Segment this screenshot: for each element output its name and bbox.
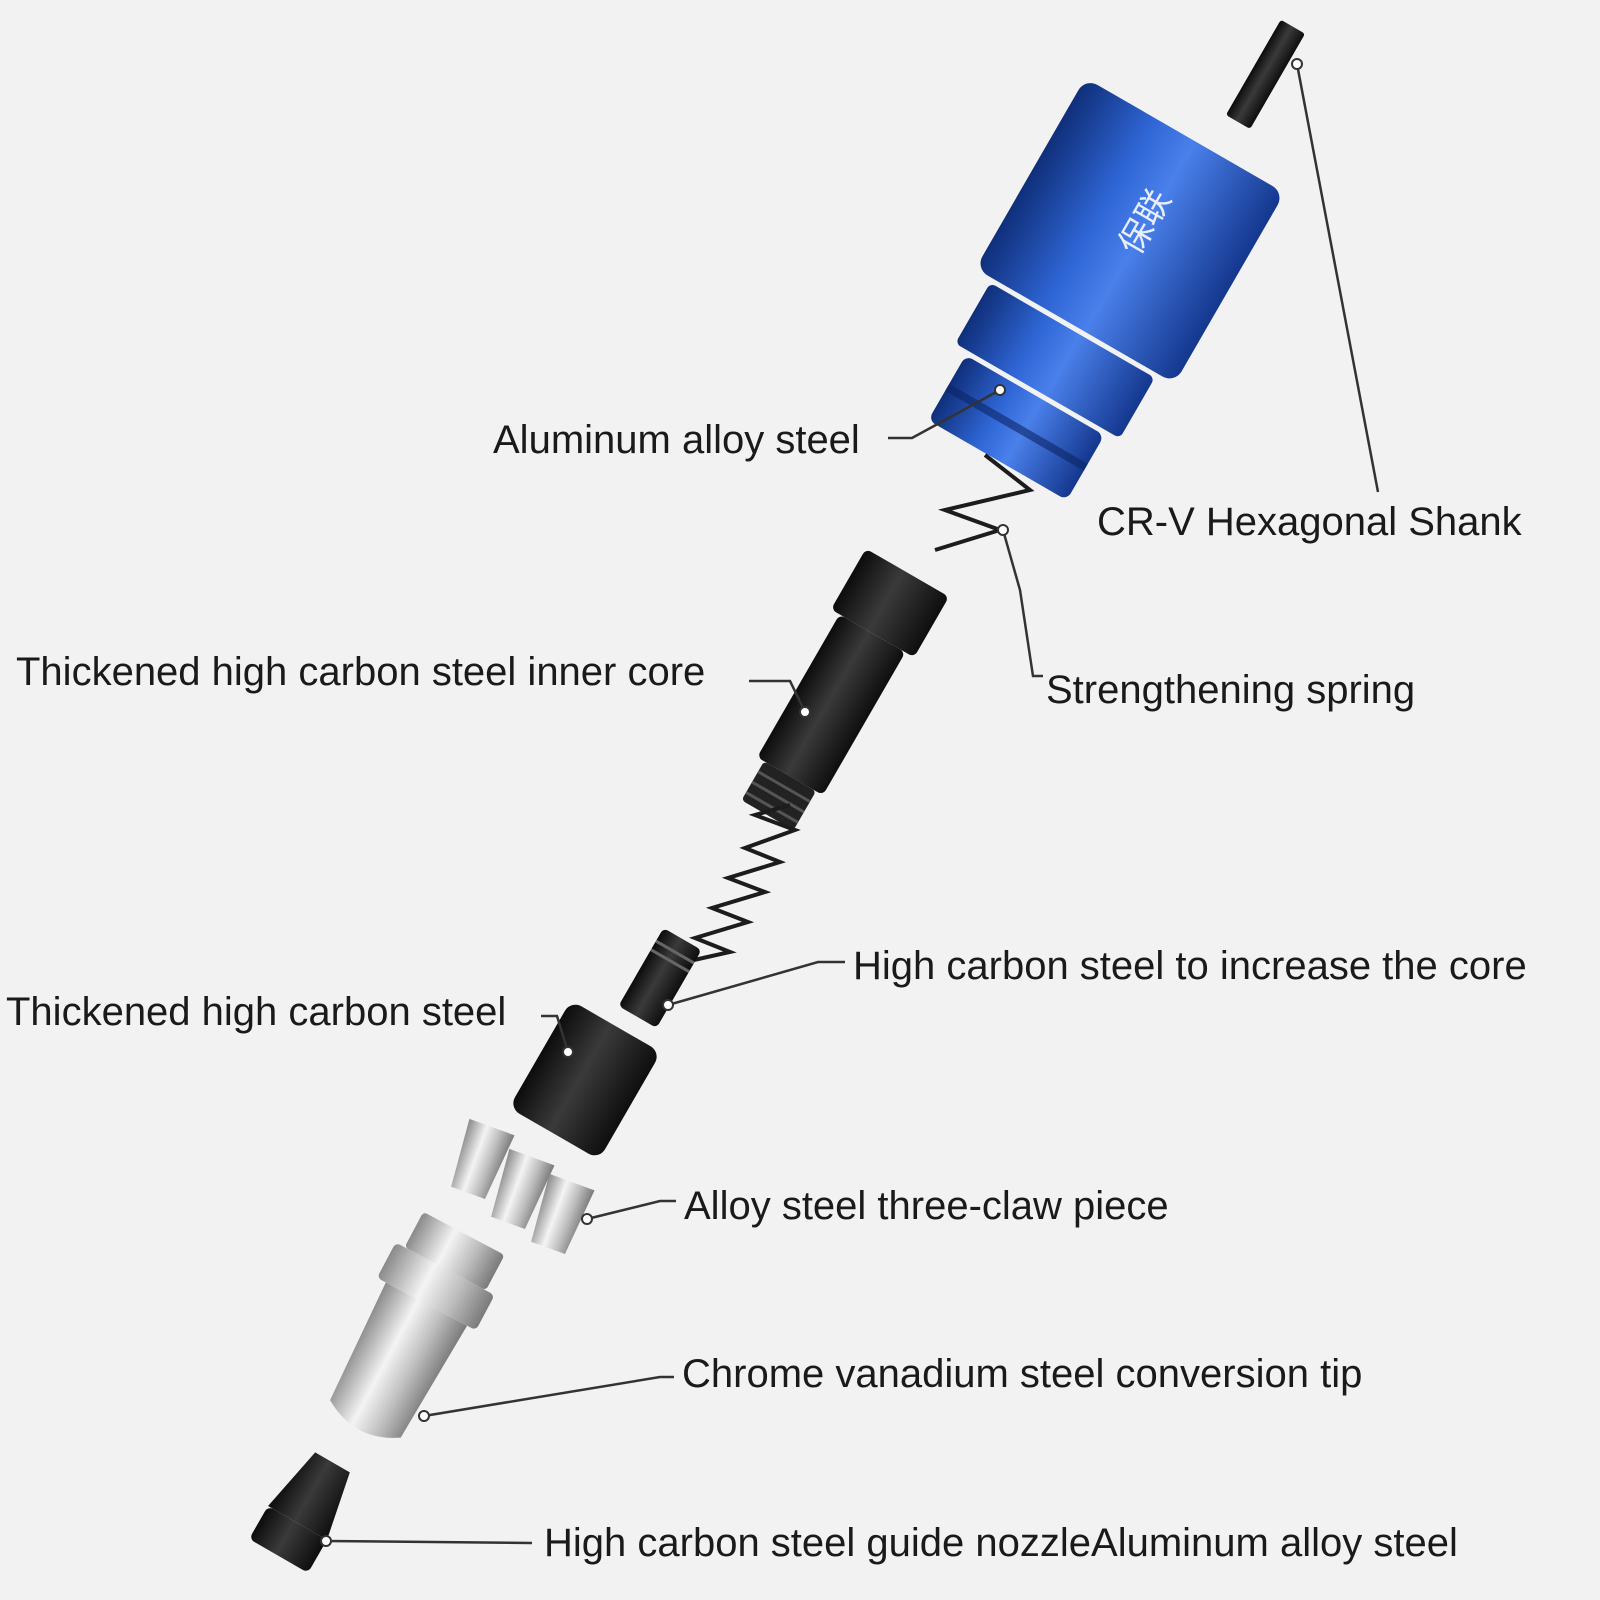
- leader-claw: [586, 1199, 676, 1221]
- three-claw-part: [451, 1118, 595, 1255]
- label-three-claw: Alloy steel three-claw piece: [684, 1184, 1169, 1228]
- anchor-nozzle: [320, 1535, 332, 1547]
- label-inner-core: Thickened high carbon steel inner core: [16, 650, 706, 694]
- leader-increase: [667, 960, 845, 1007]
- anchor-shank: [1291, 58, 1303, 70]
- inner-core-part: [742, 550, 947, 829]
- leader-spring: [1001, 529, 1043, 678]
- guide-nozzle-part: [251, 1452, 350, 1571]
- anchor-claw: [581, 1213, 593, 1225]
- label-conversion-tip: Chrome vanadium steel conversion tip: [682, 1352, 1363, 1396]
- increase-core-part: [620, 929, 700, 1027]
- label-strengthening-spring: Strengthening spring: [1046, 668, 1416, 712]
- thick-sleeve-part: [513, 1004, 657, 1156]
- label-hex-shank: CR-V Hexagonal Shank: [1097, 500, 1522, 544]
- leader-aluminum: [888, 388, 1001, 440]
- leader-innercore: [749, 679, 807, 713]
- anchor-increase: [662, 999, 674, 1011]
- anchor-thick: [562, 1046, 574, 1058]
- aluminum-body-part: 保联: [931, 83, 1280, 498]
- label-increase-core: High carbon steel to increase the core: [853, 944, 1527, 988]
- label-thickened-steel: Thickened high carbon steel: [6, 990, 507, 1034]
- spring-part: [934, 453, 1035, 552]
- long-spring-part: [684, 803, 801, 964]
- label-guide-nozzle: High carbon steel guide nozzleAluminum a…: [544, 1521, 1458, 1565]
- anchor-innercore: [799, 706, 811, 718]
- leader-thick: [541, 1014, 570, 1053]
- anchor-spring: [997, 524, 1009, 536]
- leader-shank: [1295, 63, 1380, 493]
- anchor-aluminum: [994, 384, 1006, 396]
- leader-nozzle: [325, 1539, 533, 1545]
- leader-tip: [423, 1375, 674, 1418]
- conversion-tip-part: [330, 1213, 504, 1438]
- anchor-tip: [418, 1410, 430, 1422]
- hex-shank-part: [1226, 20, 1305, 128]
- label-aluminum-alloy-steel: Aluminum alloy steel: [493, 418, 860, 462]
